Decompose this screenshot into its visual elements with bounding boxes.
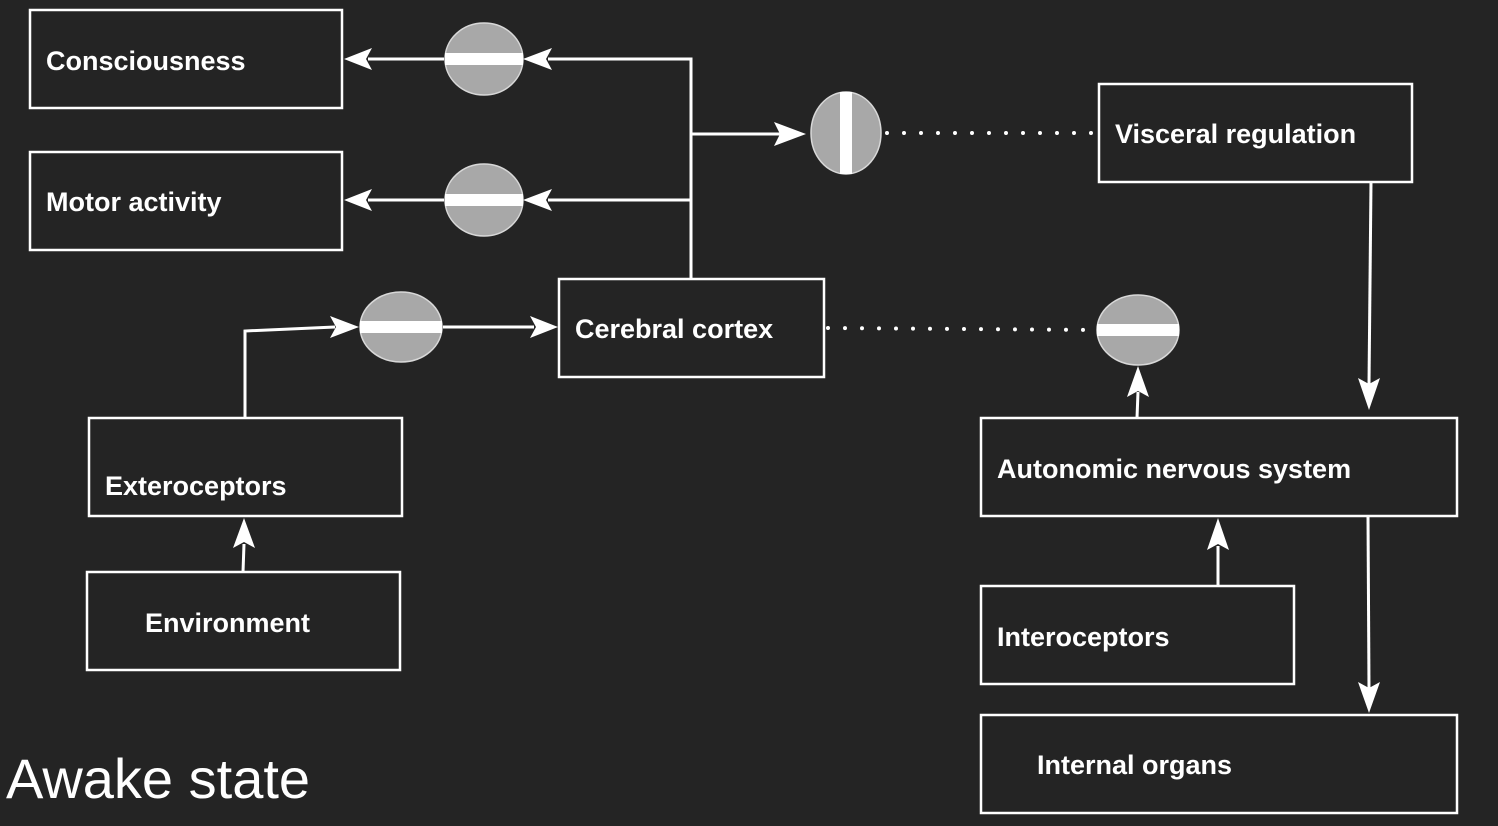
box-environment-label: Environment [145,608,310,638]
gate-motor-activity [444,163,524,237]
box-exteroceptors: Exteroceptors [87,416,404,518]
connector-autonomic-to-internal-organs [1366,515,1371,689]
box-consciousness-label: Consciousness [46,46,246,76]
arrowhead-into-motor-activity [344,189,372,211]
box-motor-activity: Motor activity [28,150,344,252]
box-environment: Environment [85,570,402,672]
box-internal-organs-label: Internal organs [1037,750,1232,780]
gate-consciousness [444,22,524,96]
box-autonomic-nervous-system: Autonomic nervous system [979,416,1459,518]
connector-visceral-to-autonomic [1367,181,1373,386]
arrowhead-into-autonomic-gate [1127,366,1149,397]
connector-environment-to-exteroceptors [241,543,246,573]
arrowhead-into-exteroceptors [233,518,255,548]
connector-cortex-trunk [548,57,693,279]
arrowhead-into-consciousness [344,48,372,70]
arrowhead-into-cerebral-cortex [530,316,558,338]
box-interoceptors-label: Interoceptors [997,622,1170,652]
gate-autonomic [1096,294,1180,366]
arrowhead-into-exteroceptor-gate [330,316,359,338]
box-exteroceptors-label: Exteroceptors [105,471,287,501]
box-motor-activity-label: Motor activity [46,187,222,217]
box-autonomic-nervous-system-label: Autonomic nervous system [997,454,1351,484]
box-visceral-regulation: Visceral regulation [1097,82,1414,184]
box-interoceptors: Interoceptors [979,584,1296,686]
box-cerebral-cortex-label: Cerebral cortex [575,314,773,344]
diagram-caption: Awake state [6,747,310,810]
gate-exteroceptive-input [359,291,443,363]
arrowhead-into-motor-gate [523,189,552,211]
gate-visceral-vertical [810,91,882,175]
arrowhead-into-autonomic-from-visceral [1358,378,1380,410]
dotted-link-cortex-to-autonomic-gate [826,326,1098,332]
connector-autonomic-to-gate [1135,391,1140,419]
connector-exteroceptors-to-gate [243,325,336,418]
arrowhead-into-autonomic-from-interoceptors [1207,518,1229,550]
box-visceral-regulation-label: Visceral regulation [1115,119,1356,149]
arrowhead-into-consciousness-gate [523,48,552,70]
arrowhead-into-internal-organs [1358,682,1380,713]
box-consciousness: Consciousness [28,8,344,110]
arrowhead-into-visceral-gate [774,122,806,146]
box-internal-organs: Internal organs [979,713,1459,815]
box-cerebral-cortex: Cerebral cortex [557,277,826,379]
